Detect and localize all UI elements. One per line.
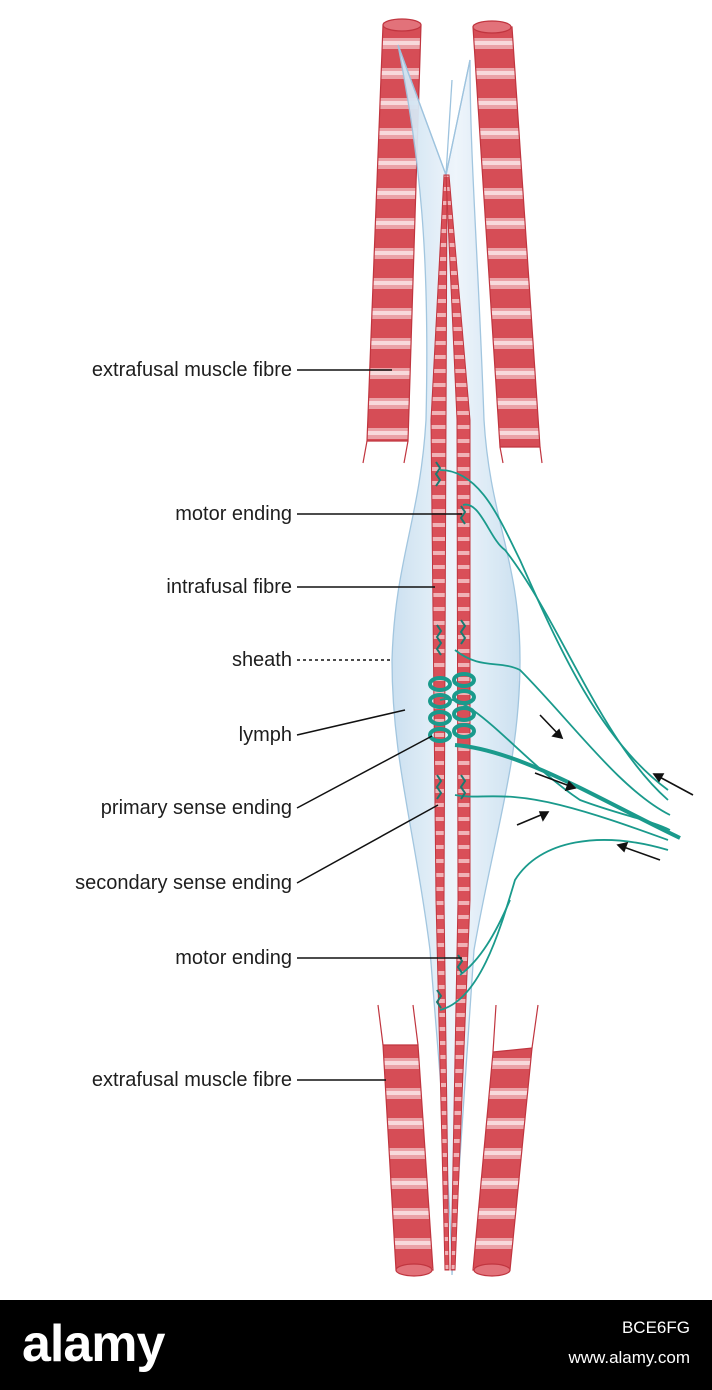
alamy-logo: alamy	[22, 1315, 165, 1373]
extrafusal-fibre-top-left	[362, 18, 422, 464]
muscle-spindle-diagram	[296, 18, 694, 1277]
nerve-bundle	[439, 469, 681, 1011]
label-lymph: lymph	[238, 724, 292, 746]
label-primary-sense-ending: primary sense ending	[100, 797, 292, 819]
primary-sense-ending-spirals	[428, 672, 476, 743]
extrafusal-fibre-top-right	[472, 20, 543, 464]
extrafusal-fibre-bottom-left	[377, 1004, 434, 1277]
image-id: BCE6FG	[621, 1318, 690, 1337]
extrafusal-fibre-bottom-right	[472, 1004, 539, 1277]
site-url: www.alamy.com	[568, 1348, 690, 1367]
label-secondary-sense-ending: secondary sense ending	[75, 872, 292, 894]
label-extrafusal-muscle-fibre-bottom: extrafusal muscle fibre	[91, 1069, 292, 1091]
impulse-arrows	[516, 714, 694, 861]
label-motor-ending-top: motor ending	[175, 503, 292, 525]
label-extrafusal-muscle-fibre-top: extrafusal muscle fibre	[91, 359, 292, 381]
label-sheath: sheath	[231, 649, 292, 671]
spindle-sheath	[391, 44, 521, 1276]
label-intrafusal-fibre: intrafusal fibre	[166, 576, 292, 598]
label-motor-ending-bottom: motor ending	[175, 947, 292, 969]
leader-lines	[296, 369, 462, 1081]
watermark-footer: alamy BCE6FG www.alamy.com	[0, 1300, 712, 1390]
